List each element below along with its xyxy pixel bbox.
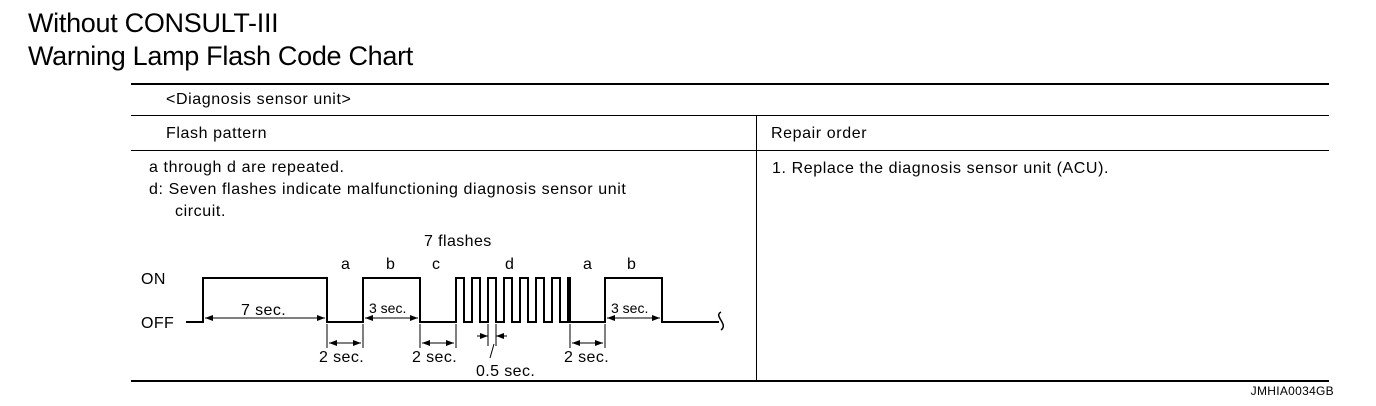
section-title: <Diagnosis sensor unit> bbox=[166, 91, 352, 108]
dim-2sec-label-1: 2 sec. bbox=[319, 349, 364, 366]
dim-3sec-label-2: 3 sec. bbox=[611, 300, 648, 316]
seg-label-d: d bbox=[505, 256, 514, 273]
title-line-1: Without CONSULT-III bbox=[28, 8, 279, 38]
flash-waveform bbox=[186, 277, 719, 323]
header-rule bbox=[131, 150, 1329, 151]
section-rule bbox=[131, 115, 1329, 116]
column-divider bbox=[756, 116, 757, 380]
on-label: ON bbox=[141, 271, 166, 288]
figure-code: JMHIA0034GB bbox=[1250, 384, 1334, 398]
title-line-2: Warning Lamp Flash Code Chart bbox=[28, 41, 413, 71]
table-top-rule bbox=[131, 83, 1329, 85]
break-mark bbox=[718, 311, 724, 331]
seg-label-b2: b bbox=[627, 256, 636, 273]
seven-flashes-label: 7 flashes bbox=[424, 233, 492, 250]
dim-05sec-label: 0.5 sec. bbox=[476, 363, 535, 380]
off-label: OFF bbox=[141, 315, 174, 332]
flash-desc-line-1: a through d are repeated. bbox=[149, 159, 345, 176]
table-bottom-rule bbox=[131, 380, 1329, 382]
seg-label-b1: b bbox=[386, 256, 395, 273]
repair-order-header: Repair order bbox=[771, 125, 868, 142]
seg-label-c: c bbox=[432, 256, 440, 273]
flash-pattern-diagram: ON OFF a b c d a b 7 flashes 7 sec. 3 se… bbox=[141, 233, 724, 380]
seg-label-a1: a bbox=[341, 256, 350, 273]
dim-3sec-label-1: 3 sec. bbox=[369, 300, 406, 316]
flash-pattern-header: Flash pattern bbox=[166, 125, 268, 142]
seg-label-a2: a bbox=[583, 256, 592, 273]
flash-desc-line-3: circuit. bbox=[175, 203, 227, 220]
flash-desc-line-2: d: Seven flashes indicate malfunctioning… bbox=[149, 181, 627, 198]
repair-order-text: 1. Replace the diagnosis sensor unit (AC… bbox=[772, 160, 1110, 177]
dim-7sec-label: 7 sec. bbox=[241, 302, 286, 319]
dim-2sec-label-2: 2 sec. bbox=[412, 349, 457, 366]
dim-05sec-leader bbox=[489, 343, 495, 359]
dim-2sec-label-3: 2 sec. bbox=[564, 349, 609, 366]
